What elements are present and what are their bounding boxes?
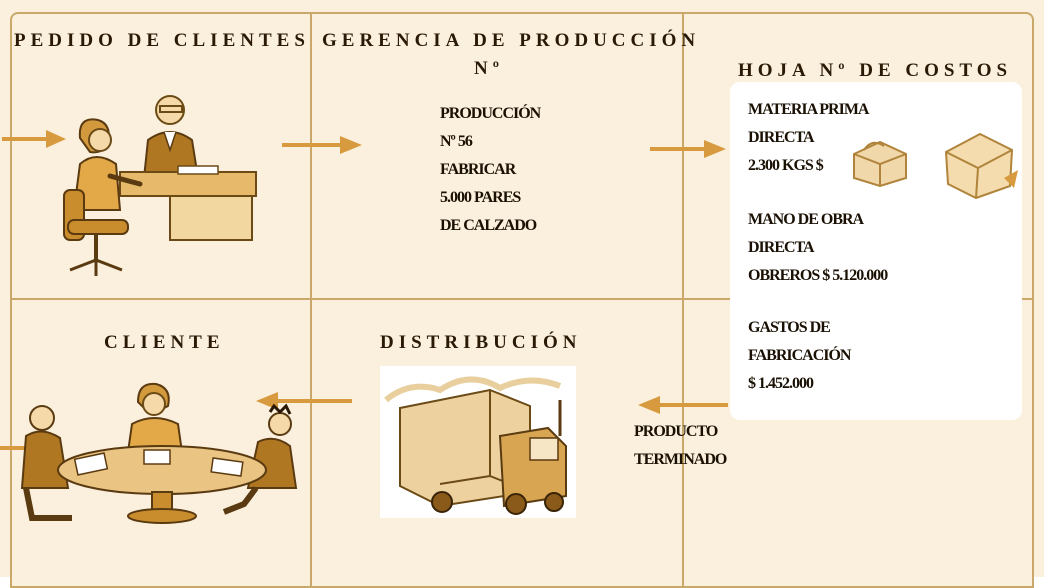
order-line: FABRICAR (440, 161, 516, 178)
title-gerencia: GERENCIA DE PRODUCCIÓN (322, 30, 701, 51)
cost-line: MATERIA PRIMA (748, 101, 869, 118)
order-line: PRODUCCIÓN (440, 105, 541, 122)
raw-material-box-icon (853, 140, 907, 188)
cost-line: MANO DE OBRA (748, 211, 864, 228)
cost-line: OBREROS $ 5.120.000 (748, 267, 888, 284)
title-hoja: HOJA Nº DE COSTOS (738, 60, 1013, 81)
order-line: DE CALZADO (440, 217, 537, 234)
production-order-text: PRODUCCIÓN Nº 56 FABRICAR 5.000 PARES DE… (440, 100, 541, 240)
cost-line: GASTOS DE (748, 319, 831, 336)
materia-prima-text: MATERIA PRIMA DIRECTA 2.300 KGS $ (748, 96, 869, 180)
cell-gerencia (310, 12, 684, 300)
delivery-truck-illustration-icon (380, 366, 576, 518)
title-cliente: CLIENTE (104, 332, 225, 353)
arrow-pedido-to-gerencia-icon (282, 136, 362, 154)
cost-line: DIRECTA (748, 129, 815, 146)
arrow-distribucion-to-cliente-icon (256, 392, 352, 410)
cost-line: DIRECTA (748, 239, 815, 256)
title-distribucion: DISTRIBUCIÓN (380, 332, 582, 353)
product-line: PRODUCTO (634, 423, 718, 440)
meeting-table-illustration-icon (20, 382, 298, 524)
arrow-into-pedido-icon (2, 130, 66, 148)
product-line: TERMINADO (634, 451, 727, 468)
title-gerencia-number: Nº (474, 58, 504, 79)
title-pedido: PEDIDO DE CLIENTES (14, 30, 310, 51)
arrow-gerencia-to-hoja-icon (650, 140, 726, 158)
box-icon (944, 132, 1018, 200)
cost-line: FABRICACIÓN (748, 347, 851, 364)
mano-obra-text: MANO DE OBRA DIRECTA OBREROS $ 5.120.000 (748, 206, 888, 290)
producto-terminado-text: PRODUCTO TERMINADO (634, 418, 727, 474)
office-desk-illustration-icon (63, 95, 257, 276)
order-line: Nº 56 (440, 133, 473, 150)
arrow-hoja-to-distribucion-icon (638, 396, 728, 414)
arrow-out-cliente-icon (0, 446, 28, 450)
cost-line: 2.300 KGS $ (748, 157, 824, 174)
cost-line: $ 1.452.000 (748, 375, 814, 392)
order-line: 5.000 PARES (440, 189, 521, 206)
gastos-text: GASTOS DE FABRICACIÓN $ 1.452.000 (748, 314, 851, 398)
